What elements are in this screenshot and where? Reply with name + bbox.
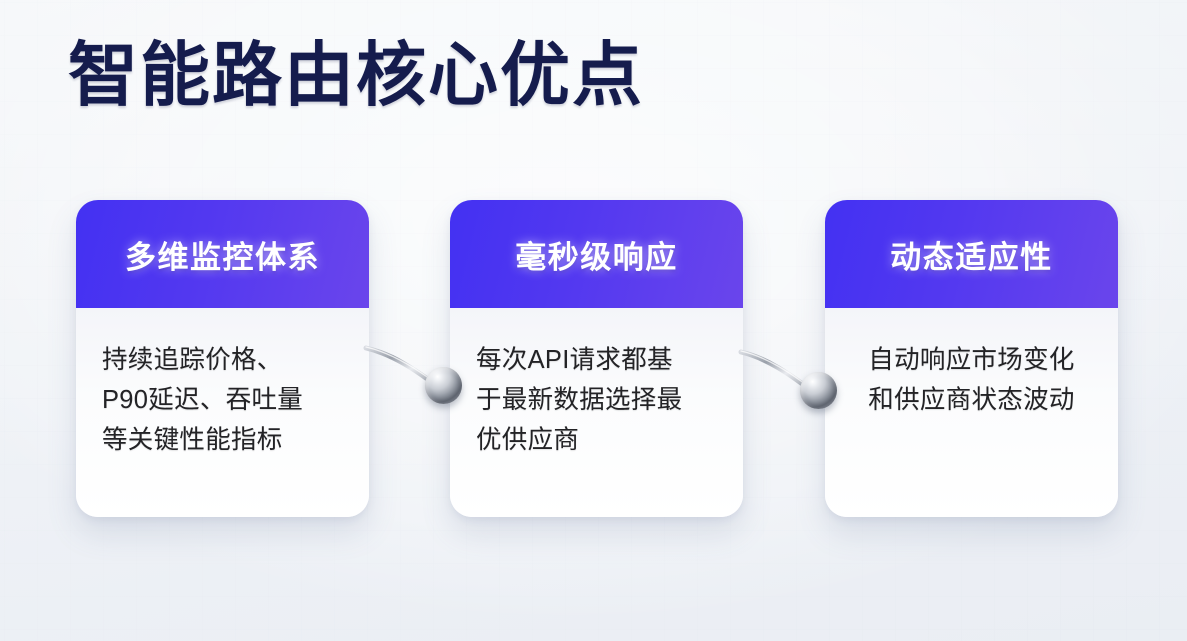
connector-ball-2 [800, 372, 837, 409]
feature-card-1-header: 多维监控体系 [76, 200, 369, 308]
page-title: 智能路由核心优点 [68, 36, 644, 114]
feature-card-2-description: 每次API请求都基 于最新数据选择最 优供应商 [476, 346, 683, 454]
feature-card-3-header: 动态适应性 [825, 200, 1118, 308]
feature-card-1-body: 持续追踪价格、 P90延迟、吞吐量 等关键性能指标 [76, 308, 369, 517]
connector-ball-1 [425, 367, 462, 404]
feature-card-2-header: 毫秒级响应 [450, 200, 743, 308]
feature-card-1-description: 持续追踪价格、 P90延迟、吞吐量 等关键性能指标 [102, 346, 304, 454]
feature-card-3-title: 动态适应性 [890, 239, 1053, 275]
feature-card-2-title: 毫秒级响应 [515, 239, 678, 275]
feature-card-3-body: 自动响应市场变化 和供应商状态波动 [825, 308, 1118, 517]
feature-card-1[interactable]: 多维监控体系 持续追踪价格、 P90延迟、吞吐量 等关键性能指标 [76, 200, 369, 517]
feature-card-3-description: 自动响应市场变化 和供应商状态波动 [868, 346, 1075, 414]
feature-card-2[interactable]: 毫秒级响应 每次API请求都基 于最新数据选择最 优供应商 [450, 200, 743, 517]
feature-card-1-title: 多维监控体系 [125, 239, 320, 275]
feature-card-3[interactable]: 动态适应性 自动响应市场变化 和供应商状态波动 [825, 200, 1118, 517]
feature-card-2-body: 每次API请求都基 于最新数据选择最 优供应商 [450, 308, 743, 517]
